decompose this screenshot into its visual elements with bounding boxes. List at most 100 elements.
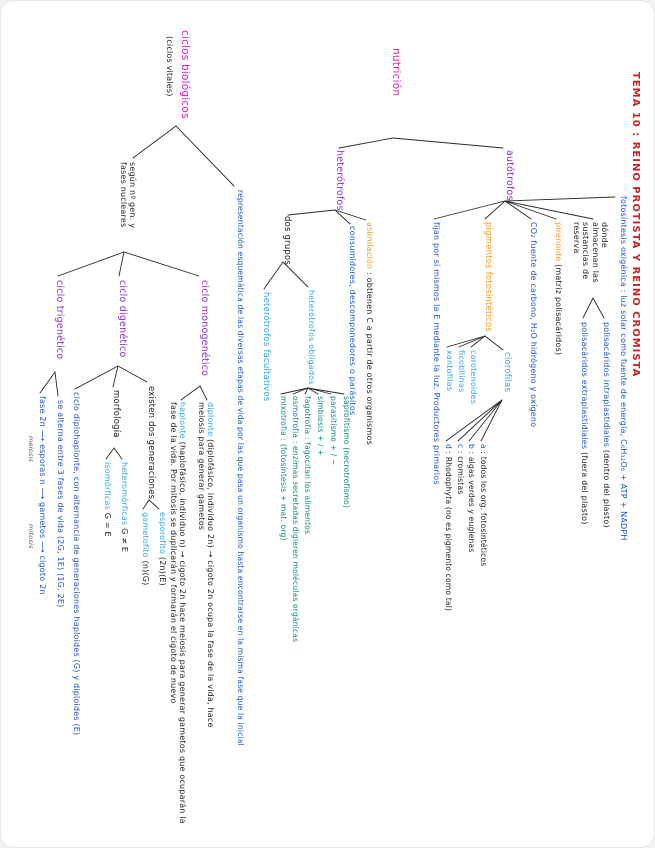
node-haplonte: haplonte (haplofásico, individuo n) → ci… [168,402,187,842]
node-ciclos-title: ciclos biológicos [179,30,191,119]
node-definicion-ciclo: representación esquemática de las divers… [236,190,245,746]
node-ciclo-trigenetico-text: ciclo trigenético [53,280,65,360]
node-segun-ngen: según nº gen. y fases nucleares [118,162,137,242]
node-diplonte-text: (diplofásico, individuo 2n) → cigoto 2n … [196,402,215,728]
node-mixotrofia: mixotrofia : (fotosíntesis + mat. org) [279,396,288,541]
node-extraplastidiales: polisacáridos extraplastidiales (fuera d… [580,322,589,525]
node-segun-ngen-text: según nº gen. y fases nucleares [118,162,137,229]
node-pirenoide-text: pirenoide [553,222,563,265]
node-clorofila-d-text: : Rhodophyta (no es pigmento como tal) [444,448,454,612]
node-se-alterna-text: se alterna entre 3 fases de vida (2G, 1E… [55,400,65,608]
node-isomorficas-text: isomórficas [102,462,112,513]
node-asimilacion-text: asimilación [364,222,374,270]
node-parasitismo: parasitismo + / − [329,396,338,466]
node-haplonte-text: (haplofásico, individuo n) → cigoto 2n h… [168,402,187,824]
node-pirenoide-text: (matriz polisacáridos) [553,264,563,356]
node-clorofila-c: c : cromistas [456,444,465,494]
node-fagotrofia: fagotrofia : fagocitan los alimentos [303,396,312,534]
node-heteromorficas-text: G ≠ E [119,528,129,553]
node-existen-dos-gen-text: existen dos generaciones [146,386,157,500]
node-clorofila-a: a : todos los org. fotosintéticos [479,444,488,566]
node-co2-fuente: CO₂ fuente de carbono, H₂O hidrógeno y o… [529,222,538,427]
node-ficobilinas: ficobilinas [457,350,466,392]
node-mixotrofia-text: mixotrofia : (fotosíntesis + mat. org) [279,396,289,541]
node-simbiosis-text: simbiosis + / + [316,396,326,456]
page-title: TEMA 10 : REINO PROTISTA Y REINO CROMIST… [630,72,641,378]
node-intraplastidiales-text: polisacáridos intraplastidiales [601,322,611,450]
node-ciclos-title-text: ciclos biológicos [178,30,191,119]
node-saprofitismo: saprofitismo (necrotrofismo) [342,396,351,508]
node-fase-cadena-text: fase 2n ⟶ esporas n ⟶ gametos ⟶ cigoto 2… [37,396,47,595]
node-nutricion-text: nutrición [389,48,402,97]
node-het-obligados-text: heterótrofos obligados [306,290,316,385]
node-ficobilinas-text: ficobilinas [456,350,466,393]
node-intraplastidiales: polisacáridos intraplastidiales (dentro … [602,322,611,528]
node-esporofito: esporofito (2n)(E) [158,512,167,586]
node-osmotrofia: osmotrofia : enzimas secretadas digieren… [291,396,300,642]
node-clorofilas-text: clorofilas [502,352,513,393]
node-clorofila-b-text: : algas verdes y euglenas [467,448,477,553]
node-isomorficas-text: G = E [102,512,112,537]
node-parasitismo-text: parasitismo + / − [329,396,339,466]
node-gametofito: gametofito (n)(G) [141,512,150,586]
node-diplonte: diplonte (diplofásico, individuo 2n) → c… [196,402,215,737]
node-haplonte-text: haplonte [177,402,187,442]
node-heterotrofos-text: heterótrofos [333,150,345,211]
node-fagotrofia-text: fagotrofia : fagocitan los alimentos [303,396,313,535]
node-autotrofos: autótrofos [503,150,515,201]
node-simbiosis: simbiosis + / + [316,396,325,456]
node-ciclo-digenetico: ciclo digenético [116,280,128,358]
node-dos-grupos-text: dos grupos [282,216,293,266]
node-clorofila-c-text: : cromistas [456,448,466,495]
node-diplohaplonte-text: ciclo diplohaplonte, con alternancia de … [71,392,81,736]
node-ciclo-digenetico-text: ciclo digenético [116,280,128,358]
node-fotosintesis-oxigenica-text: fotosíntesis oxigénica : luz solar como … [618,196,628,541]
node-co2-fuente-text: CO₂ fuente de carbono, H₂O hidrógeno y o… [528,222,538,428]
node-saprofitismo-text: saprofitismo (necrotrofismo) [342,396,352,509]
node-heterotrofos: heterótrofos [333,150,345,211]
node-clorofila-a-text: : todos los org. fotosintéticos [479,448,489,567]
node-autotrofos-text: autótrofos [503,150,515,201]
node-clorofila-b: b : algas verdes y euglenas [467,444,476,552]
node-pigmentos-text: pigmentos fotosintéticos [483,222,494,332]
node-se-alterna: se alterna entre 3 fases de vida (2G, 1E… [56,400,65,607]
node-xantofilas-text: xantofilas [444,350,454,392]
node-fase-cadena: fase 2n ⟶ esporas n ⟶ gametos ⟶ cigoto 2… [38,396,47,595]
node-het-facultativos: heterótrofos facultativos [260,292,272,402]
node-diplonte-text: diplonte [205,402,215,439]
node-carotenoides-text: carotenoides [468,350,478,405]
node-osmotrofia-text: osmotrofia : enzimas secretadas digieren… [291,396,301,643]
node-dos-grupos: dos grupos [281,216,293,266]
node-morfologia-text: morfología [111,390,122,438]
node-morfologia: morfología [110,390,122,438]
node-consumidores-text: consumidores, descomponedores o parásito… [347,226,357,416]
node-extraplastidiales-text: (fuera del plasto) [579,452,589,525]
node-meiosis-label-text: meiosis [26,436,35,463]
node-isomorficas: isomórficas G = E [103,462,112,537]
node-existen-dos-gen: existen dos generaciones [145,386,157,500]
node-definicion-ciclo-text: representación esquemática de las divers… [236,190,246,746]
node-pigmentos: pigmentos fotosintéticos [482,222,494,332]
node-ciclos-subtitle: (ciclos vitales) [165,36,174,97]
node-donde-almacenan: dónde almacenan las sustancias de reserv… [572,222,609,292]
node-ciclo-monogenetico: ciclo monogenético [198,280,210,377]
node-heteromorficas-text: heteromórficas [119,462,129,529]
node-donde-almacenan-text: dónde almacenan las sustancias de reserv… [572,222,609,283]
node-ciclo-monogenetico-text: ciclo monogenético [198,280,210,377]
node-clorofila-d: d : Rhodophyta (no es pigmento como tal) [444,444,453,611]
node-gametofito-text: (n)(G) [140,560,150,586]
node-ciclo-trigenetico: ciclo trigenético [53,280,65,360]
node-het-facultativos-text: heterótrofos facultativos [261,292,272,402]
node-meiosis-label: meiosis [26,436,35,463]
node-fijan-energia-text: fijan por sí mismos la E mediante la luz… [431,222,441,485]
node-ciclos-subtitle-text: (ciclos vitales) [164,36,174,97]
node-nutricion: nutrición [390,48,402,96]
node-extraplastidiales-text: polisacáridos extraplastidiales [579,322,589,453]
node-pirenoide: pirenoide (matriz polisacáridos) [554,222,563,355]
node-carotenoides: carotenoides [469,350,478,404]
node-asimilacion-text: : obtienen C a partir de otros organismo… [364,269,374,445]
node-asimilacion: asimilación : obtienen C a partir de otr… [365,222,374,445]
